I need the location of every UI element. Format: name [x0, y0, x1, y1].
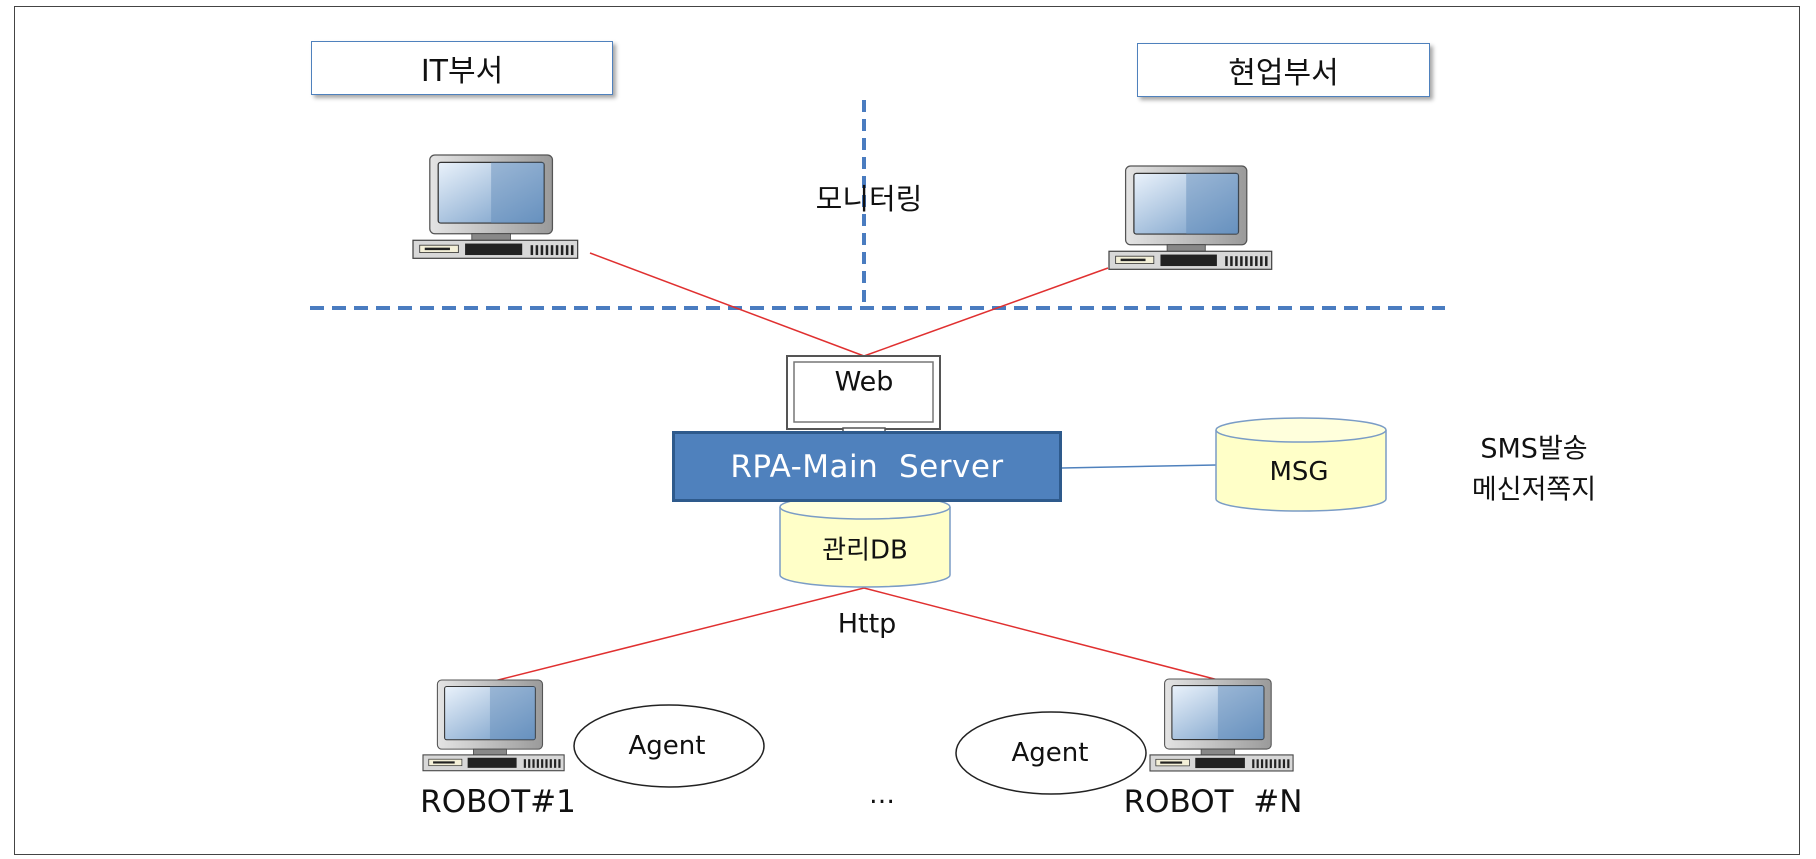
monitoring-label: 모니터링: [815, 182, 923, 216]
web-monitor-icon: [786, 355, 941, 443]
messenger-note-label: 메신저쪽지: [1471, 474, 1597, 506]
it-department-box: IT부서: [311, 41, 613, 95]
msg-cylinder-icon: [1215, 417, 1387, 512]
agentN-label: Agent: [1011, 738, 1089, 768]
robotN-pc-icon: [1149, 678, 1294, 772]
web-label: Web: [834, 366, 894, 398]
rpa-main-server-label: RPA-Main Server: [730, 448, 1004, 485]
sms-send-label: SMS발송: [1480, 433, 1588, 465]
msg-label: MSG: [1269, 457, 1329, 487]
robot1-pc-icon: [422, 679, 565, 772]
robotN-label: ROBOT #N: [1123, 784, 1303, 820]
link-db-robot1: [493, 587, 865, 682]
management-db-label: 관리DB: [822, 535, 908, 566]
business-department-box: 현업부서: [1137, 43, 1430, 97]
it-department-label: IT부서: [420, 54, 504, 89]
diagram-frame: [14, 6, 1800, 855]
link-server-msg: [1061, 464, 1217, 469]
link-it-pc-web: [589, 252, 865, 357]
rpa-main-server-box: RPA-Main Server: [672, 431, 1062, 502]
link-business-pc-web: [863, 267, 1109, 357]
agentN-ellipse: [955, 711, 1147, 795]
business-department-label: 현업부서: [1228, 56, 1339, 91]
link-db-robotN: [863, 587, 1227, 683]
http-label: Http: [837, 608, 897, 640]
robot1-label: ROBOT#1: [420, 784, 576, 820]
it-pc-icon: [412, 154, 579, 259]
agent1-ellipse: [573, 704, 765, 788]
robots-ellipsis: …: [869, 780, 895, 810]
business-pc-icon: [1108, 165, 1273, 270]
agent1-label: Agent: [628, 731, 706, 761]
